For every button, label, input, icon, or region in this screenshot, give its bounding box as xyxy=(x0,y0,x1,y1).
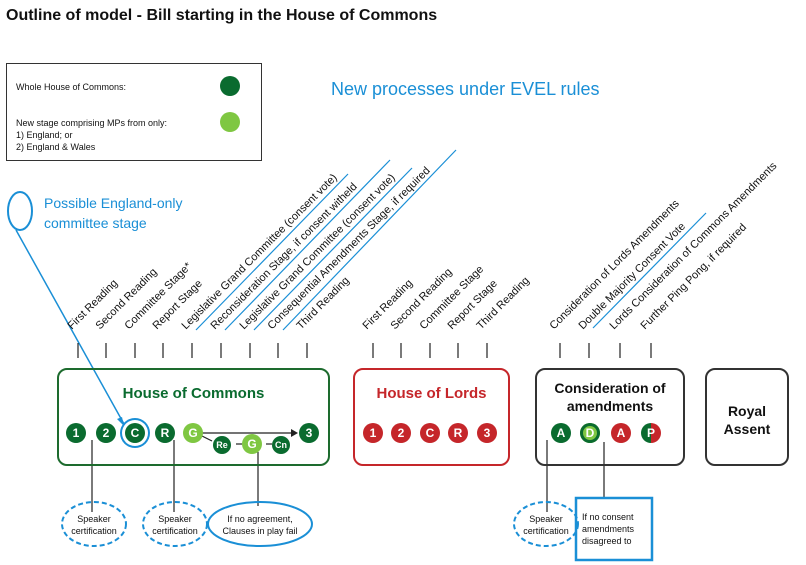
lords-second-reading-badge: 2 xyxy=(391,423,411,443)
no-consent-box xyxy=(574,496,654,562)
amend-ping-pong-badge: P xyxy=(641,423,661,443)
lords-third-reading-badge: 3 xyxy=(477,423,497,443)
commons-report-badge: R xyxy=(155,423,175,443)
lords-report-badge: R xyxy=(448,423,468,443)
note-connectors xyxy=(91,440,605,512)
commons-committee-badge: C xyxy=(125,423,145,443)
house-of-lords-title: House of Lords xyxy=(376,385,487,402)
speaker-certification-note-3: Speaker certification xyxy=(523,514,569,536)
house-of-commons-box: House of Commons xyxy=(57,368,330,466)
speaker-certification-note-1: Speaker certification xyxy=(71,514,117,536)
lords-committee-badge: C xyxy=(420,423,440,443)
commons-reconsideration-badge: Re xyxy=(213,436,231,454)
amend-a1-badge: A xyxy=(551,423,571,443)
england-committee-oval xyxy=(7,191,33,231)
england-committee-pointer xyxy=(15,229,125,425)
page-title: Outline of model - Bill starting in the … xyxy=(6,7,438,24)
no-consent-note: If no consent amendments disagreed to xyxy=(582,512,635,546)
royal-assent-box: Royal Assent xyxy=(705,368,789,466)
royal-assent-title: Royal Assent xyxy=(723,403,771,437)
england-committee-annotation: Possible England-only committee stage xyxy=(44,195,183,231)
legend-new-stage-label: New stage comprising MPs from only: 1) E… xyxy=(16,118,168,152)
speaker-ovals xyxy=(61,501,579,547)
commons-third-reading-badge: 3 xyxy=(299,423,319,443)
dark-green-dot-icon xyxy=(220,76,240,96)
light-green-dot-icon xyxy=(220,112,240,132)
no-agreement-oval xyxy=(207,501,313,547)
legend-whole-house-label: Whole House of Commons: xyxy=(16,82,127,92)
commons-first-reading-badge: 1 xyxy=(66,423,86,443)
evel-underlines xyxy=(195,149,707,331)
consideration-of-amendments-box: Consideration of amendments xyxy=(535,368,685,466)
amend-a2-badge: A xyxy=(611,423,631,443)
commons-flow xyxy=(201,432,296,445)
house-of-commons-title: House of Commons xyxy=(122,385,265,402)
amend-double-majority-badge: D xyxy=(580,423,600,443)
stage-ticks xyxy=(77,343,652,358)
no-agreement-note: If no agreement, Clauses in play fail xyxy=(222,514,298,536)
commons-second-reading-badge: 2 xyxy=(96,423,116,443)
house-of-lords-box: House of Lords xyxy=(353,368,510,466)
commons-consequential-badge: Cn xyxy=(272,436,290,454)
legend: Whole House of Commons: New stage compri… xyxy=(6,63,262,161)
consideration-title: Consideration of amendments xyxy=(554,380,666,414)
speaker-certification-note-2: Speaker certification xyxy=(152,514,198,536)
evel-annotation: New processes under EVEL rules xyxy=(331,79,600,99)
lords-first-reading-badge: 1 xyxy=(363,423,383,443)
commons-lgc2-badge: G xyxy=(242,434,262,454)
commons-lgc-badge: G xyxy=(183,423,203,443)
